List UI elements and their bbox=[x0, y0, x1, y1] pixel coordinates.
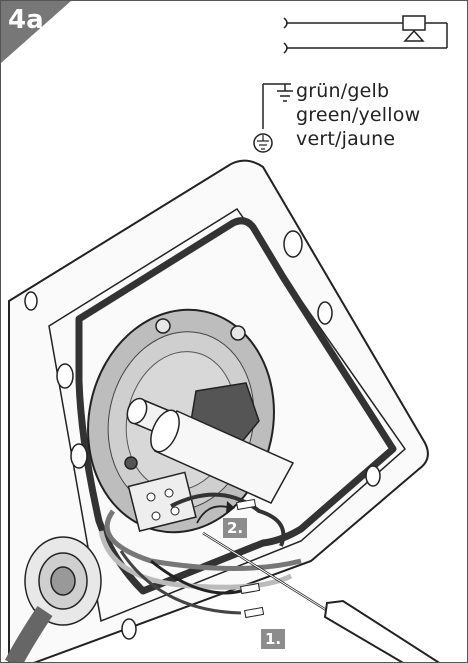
mount-hole bbox=[24, 291, 38, 311]
mount-hole bbox=[121, 618, 137, 640]
step-badge-1: 1. bbox=[261, 629, 286, 649]
mount-hole bbox=[283, 230, 303, 258]
ground-circle-icon bbox=[253, 133, 273, 153]
bolt bbox=[155, 318, 171, 334]
wiring-legend bbox=[253, 15, 448, 153]
screwdriver-icon bbox=[202, 531, 440, 662]
thermostat-symbol-icon bbox=[402, 15, 426, 42]
power-cable bbox=[5, 606, 53, 662]
mount-hole bbox=[365, 465, 381, 487]
mount-hole bbox=[56, 363, 74, 389]
terminal bbox=[164, 488, 174, 498]
wire-connector bbox=[244, 606, 265, 619]
step-tab bbox=[1, 1, 71, 63]
step-badge-2: 2. bbox=[223, 518, 248, 538]
wire bbox=[150, 559, 242, 595]
wire-connector bbox=[236, 498, 257, 511]
mount-hole bbox=[70, 443, 88, 469]
mount-hole bbox=[317, 301, 333, 325]
wire bbox=[170, 492, 286, 547]
wire bbox=[104, 509, 302, 571]
bolt bbox=[230, 325, 246, 341]
terminal bbox=[151, 511, 161, 521]
bolt bbox=[124, 456, 138, 470]
rotation-arrow-head bbox=[226, 501, 235, 513]
sleeve-end bbox=[150, 409, 180, 453]
step-number: 4a bbox=[8, 5, 44, 35]
terminal bbox=[146, 492, 156, 502]
ground-wire-labels: grün/gelb green/yellow vert/jaune bbox=[296, 79, 420, 151]
terminal bbox=[170, 506, 180, 516]
wire bbox=[119, 550, 242, 615]
ground-label-fr: vert/jaune bbox=[296, 128, 396, 150]
heating-rod-end bbox=[126, 397, 148, 425]
ground-label-de: grün/gelb bbox=[296, 80, 390, 102]
cable-gland-core bbox=[50, 566, 76, 596]
ground-label-en: green/yellow bbox=[296, 104, 421, 126]
ground-symbol-icon bbox=[262, 83, 293, 129]
terminal-block bbox=[127, 471, 197, 532]
wire-connector bbox=[240, 582, 261, 595]
rotation-arrow bbox=[196, 505, 228, 524]
